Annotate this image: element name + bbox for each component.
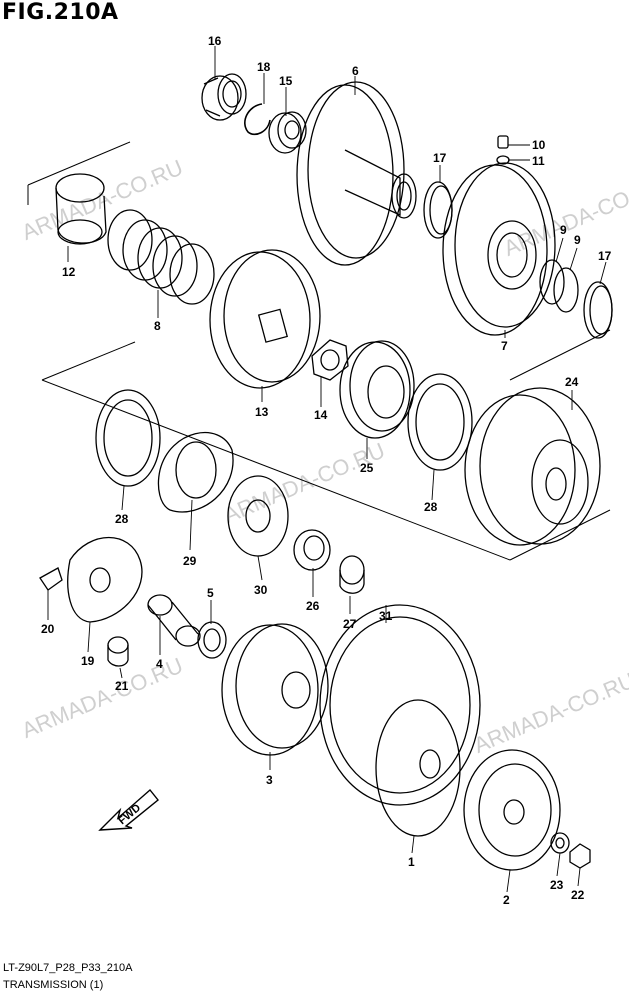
callout-5: 5 (207, 586, 214, 600)
footer-name: TRANSMISSION (1) (3, 979, 104, 991)
callout-17b: 17 (598, 249, 612, 263)
callout-19: 19 (81, 654, 95, 668)
callout-16: 16 (208, 34, 222, 48)
callout-22: 22 (571, 888, 585, 902)
figure-title: FIG.210A (2, 0, 119, 25)
callout-30: 30 (254, 583, 268, 597)
part-13-clutch-shoe (209, 249, 321, 389)
callout-8: 8 (154, 319, 161, 333)
callout-11: 11 (532, 154, 545, 168)
callout-24: 24 (565, 375, 579, 389)
part-7-movable-sheave (442, 162, 556, 336)
callout-9b: 9 (574, 233, 581, 247)
callout-28b: 28 (424, 500, 438, 514)
callout-31: 31 (379, 609, 393, 623)
callout-13: 13 (255, 405, 269, 419)
callout-25: 25 (360, 461, 374, 475)
callout-6: 6 (352, 64, 359, 78)
footer-code: LT-Z90L7_P28_P33_210A (3, 962, 133, 974)
callout-26: 26 (306, 599, 320, 613)
callout-12: 12 (62, 265, 76, 279)
callout-2: 2 (503, 893, 510, 907)
callout-4: 4 (156, 657, 163, 671)
part-31-drive-belt (319, 604, 481, 806)
callout-10: 10 (532, 138, 546, 152)
part-24-clutch-drum (464, 387, 601, 546)
callout-9a: 9 (560, 223, 567, 237)
callout-1: 1 (408, 855, 415, 869)
callout-18: 18 (257, 60, 271, 74)
callout-14: 14 (314, 408, 328, 422)
callout-15: 15 (279, 74, 293, 88)
callout-3: 3 (266, 773, 273, 787)
callout-29: 29 (183, 554, 197, 568)
callout-21: 21 (115, 679, 129, 693)
part-6-fixed-sheave (296, 81, 417, 266)
part-16-needle-bearing (201, 73, 247, 121)
callout-7: 7 (501, 339, 508, 353)
callout-23: 23 (550, 878, 564, 892)
callout-27: 27 (343, 617, 357, 631)
callout-28a: 28 (115, 512, 129, 526)
part-2-fan-pulley (463, 749, 561, 871)
part-8-spring (107, 209, 215, 305)
part-3-movable-drive-face (221, 623, 329, 756)
callout-20: 20 (41, 622, 55, 636)
callout-17: 17 (433, 151, 447, 165)
